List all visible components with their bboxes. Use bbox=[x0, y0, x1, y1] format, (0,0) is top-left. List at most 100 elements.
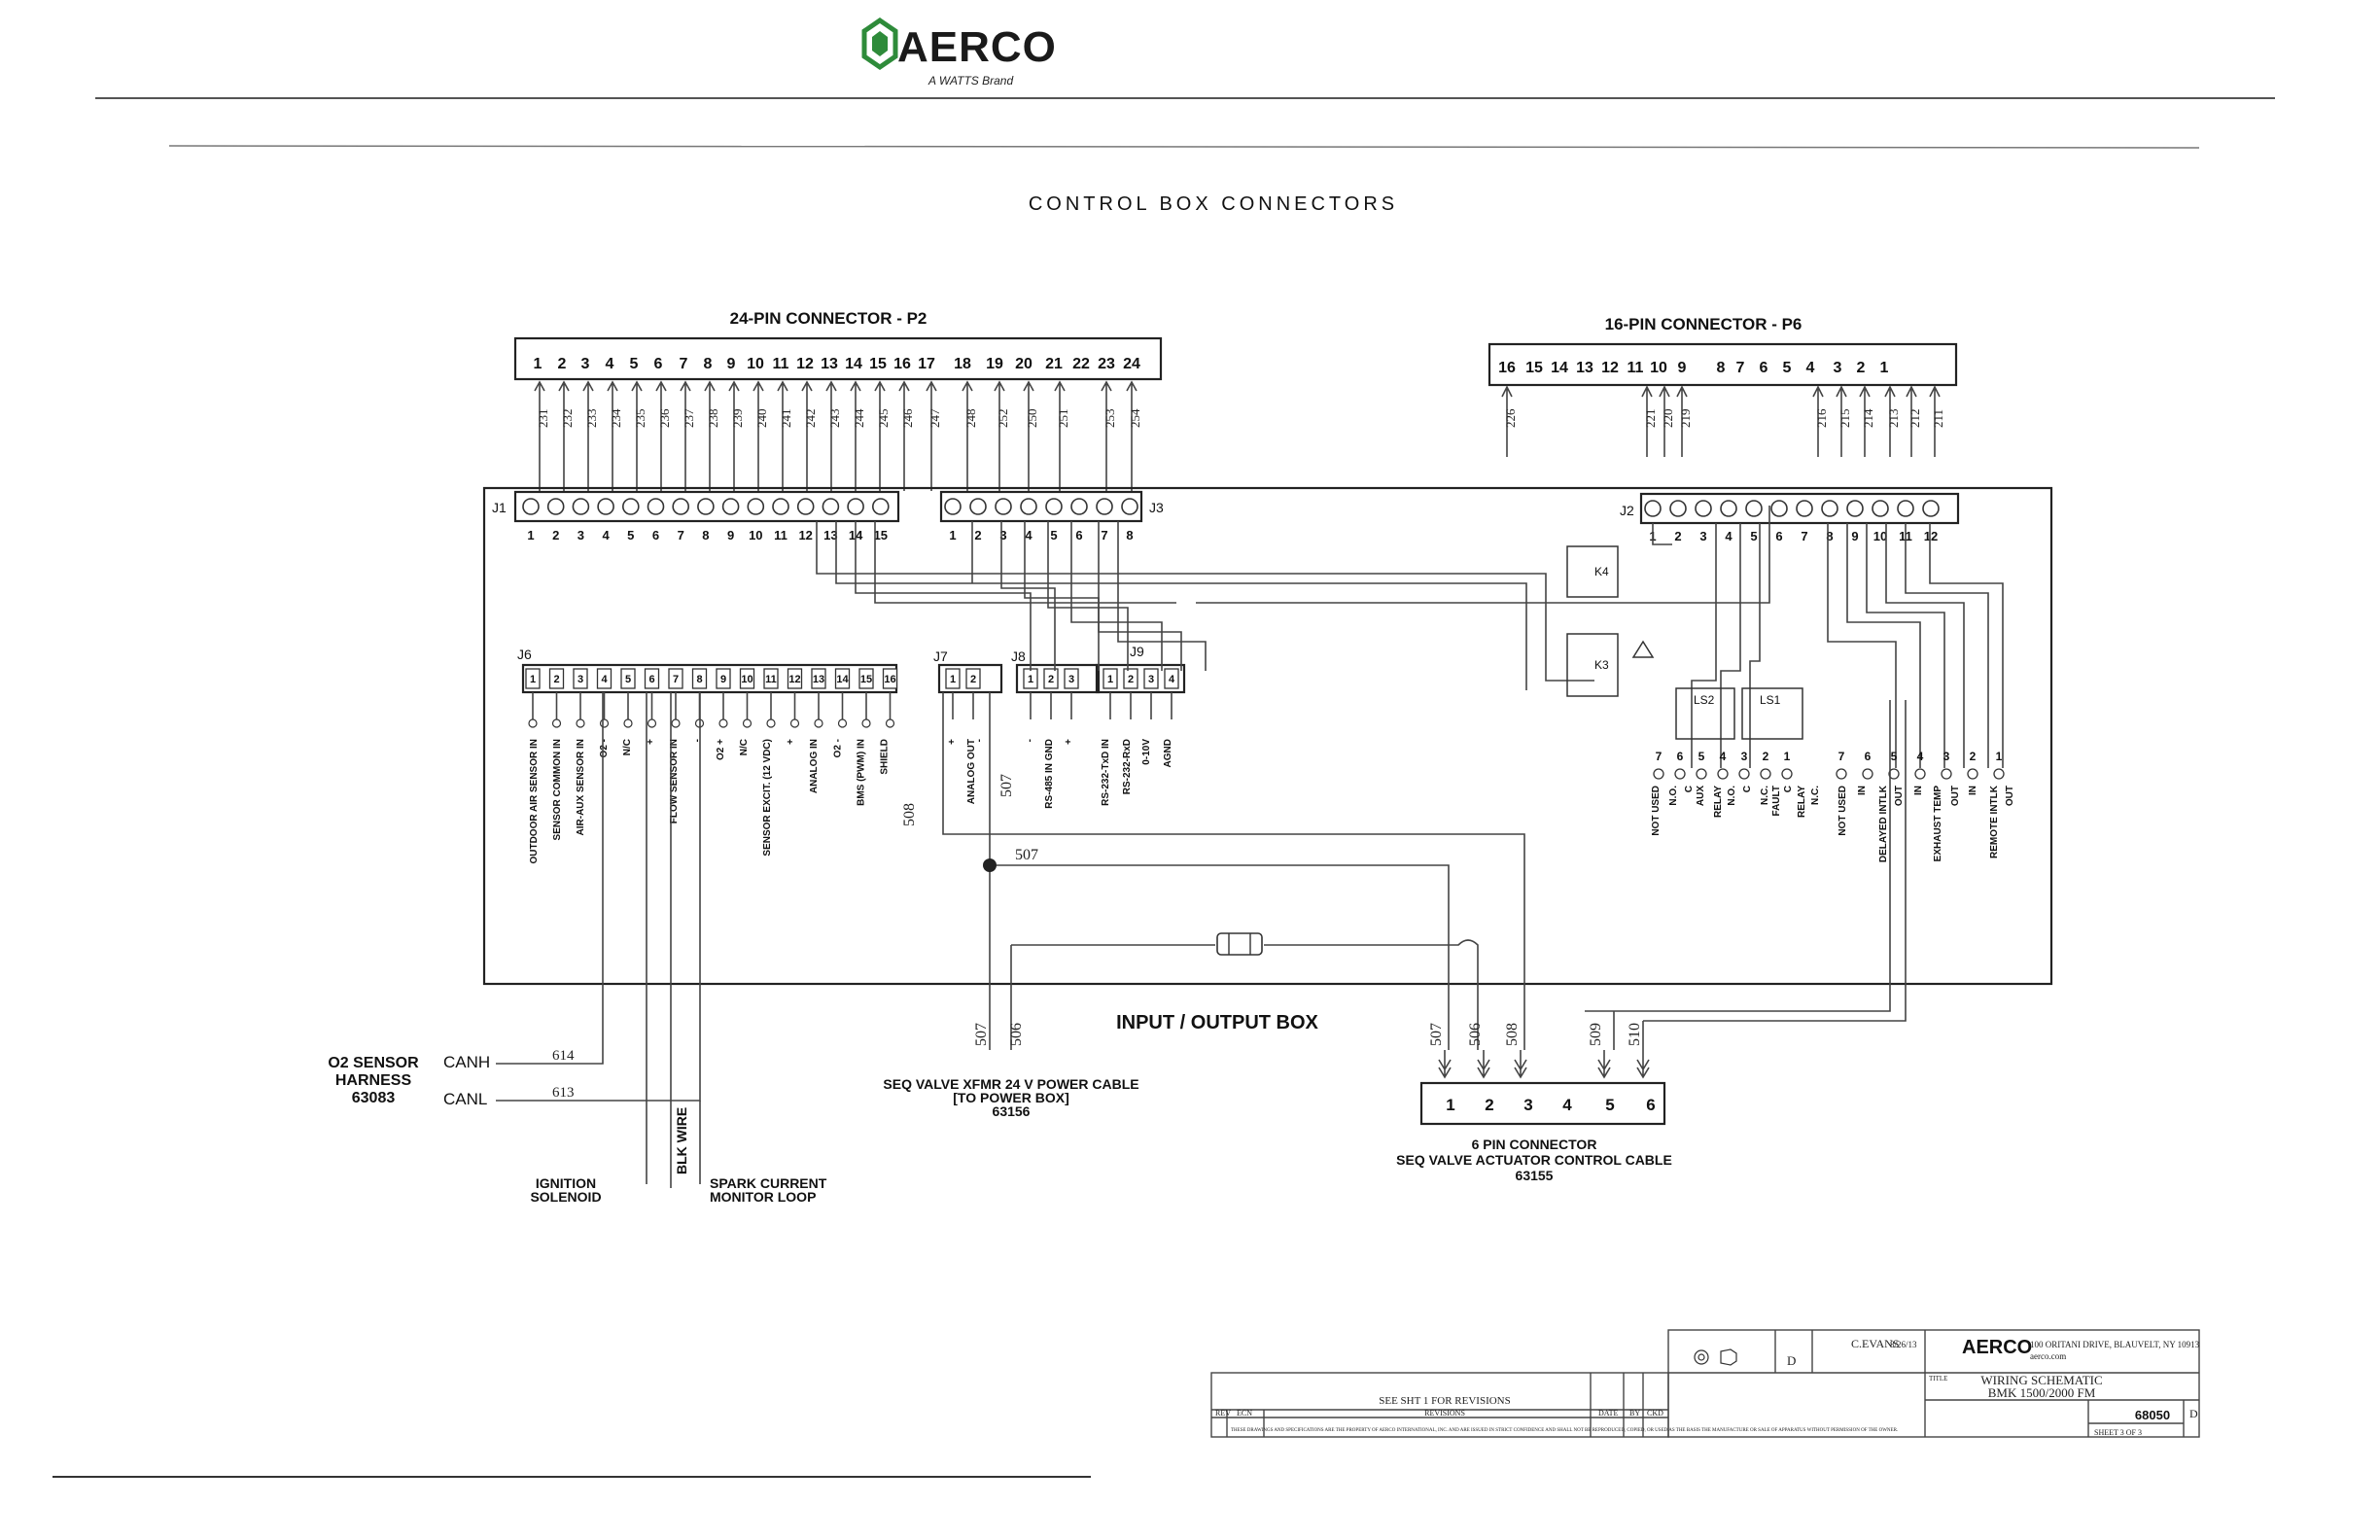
relay-left-terminal bbox=[1760, 768, 1771, 780]
p6-connector bbox=[1488, 342, 1958, 387]
j6-pin-number: 6 bbox=[648, 674, 654, 685]
svg-text:D: D bbox=[2189, 1407, 2198, 1420]
j2-pin bbox=[1796, 500, 1813, 517]
relay-right-label: OUT bbox=[2005, 786, 2015, 806]
p6-wire bbox=[1659, 385, 1670, 457]
p2-pin: 16 bbox=[893, 356, 911, 372]
j6-pin bbox=[882, 668, 898, 689]
p2-pin: 9 bbox=[727, 356, 736, 372]
svg-text:D: D bbox=[1787, 1353, 1796, 1368]
j6-pin bbox=[596, 668, 612, 689]
p2-wire-label: 253 bbox=[1102, 409, 1117, 429]
p2-connector bbox=[513, 336, 1163, 381]
j1-pin-number: 10 bbox=[749, 528, 762, 542]
svg-text:C.EVANS: C.EVANS bbox=[1851, 1337, 1899, 1350]
j7-pin-number: 2 bbox=[970, 674, 976, 685]
p2-pin: 23 bbox=[1098, 356, 1115, 372]
j2-pin-number: 3 bbox=[1699, 529, 1706, 543]
j6-signal: - bbox=[692, 739, 703, 742]
io-box-label: INPUT / OUTPUT BOX bbox=[1116, 1012, 1318, 1033]
relay-left-terminal bbox=[1738, 768, 1750, 780]
relay-ls1: LS1 bbox=[1741, 687, 1803, 740]
p2-pin: 10 bbox=[747, 356, 764, 372]
p2-wire bbox=[962, 380, 973, 491]
j2-pin bbox=[1695, 500, 1712, 517]
p6-pin: 1 bbox=[1880, 360, 1889, 376]
j6-pin bbox=[573, 668, 588, 689]
relay-k4: K4 bbox=[1566, 545, 1619, 598]
j6-pin bbox=[716, 668, 731, 689]
j6-terminal bbox=[718, 718, 728, 728]
header-rule bbox=[95, 97, 2275, 99]
j3-pin-number: 3 bbox=[999, 528, 1006, 542]
j6-pin-number: 4 bbox=[601, 674, 608, 685]
relay-right-terminal bbox=[1941, 768, 1952, 780]
j6-terminal bbox=[671, 718, 681, 728]
p2-pin: 22 bbox=[1072, 356, 1090, 372]
six-pin-label: 6 PIN CONNECTOR SEQ VALVE ACTUATOR CONTR… bbox=[1396, 1137, 1672, 1183]
relay-right-number: 3 bbox=[1943, 750, 1950, 763]
p2-wire bbox=[777, 380, 788, 491]
p2-pin: 11 bbox=[773, 356, 789, 372]
p2-wire bbox=[655, 380, 667, 491]
six-pin-arrow bbox=[1636, 1050, 1650, 1079]
relay-right-label: EXHAUST TEMP bbox=[1933, 786, 1943, 862]
svg-text:100 ORITANI DRIVE, BLAUVELT, N: 100 ORITANI DRIVE, BLAUVELT, NY 10913 bbox=[2030, 1340, 2200, 1349]
j6-pin bbox=[834, 668, 851, 689]
six-pin-wire-label: 509 bbox=[1588, 1023, 1604, 1046]
svg-text:ECN: ECN bbox=[1237, 1409, 1252, 1418]
relay-right-terminal bbox=[1888, 768, 1900, 780]
relay-right-label: REMOTE INTLK bbox=[1989, 785, 2000, 858]
svg-text:SHEET 3 OF 3: SHEET 3 OF 3 bbox=[2094, 1428, 2142, 1437]
j9-pin bbox=[1123, 668, 1138, 689]
svg-text:SPARK CURRENT: SPARK CURRENT bbox=[710, 1175, 827, 1191]
relay-left-number: 5 bbox=[1698, 750, 1705, 763]
j9-pin-number: 4 bbox=[1169, 674, 1175, 685]
j3-pin-number: 5 bbox=[1050, 528, 1057, 542]
j1-pin bbox=[747, 498, 765, 515]
j6-pin-number: 16 bbox=[884, 674, 895, 685]
wire-508-507 bbox=[942, 692, 1907, 1050]
wire-label-507: 507 bbox=[1015, 847, 1038, 863]
j3-pin bbox=[995, 498, 1012, 515]
j1-pin-number: 5 bbox=[627, 528, 634, 542]
j1-pin bbox=[621, 498, 640, 515]
j7-pin bbox=[945, 668, 961, 689]
j6-terminal bbox=[576, 718, 585, 728]
title-block-symbols bbox=[1694, 1348, 1737, 1366]
relay-left-label: N.C. bbox=[1810, 786, 1821, 805]
j1-pin bbox=[672, 498, 690, 515]
p2-wire bbox=[534, 380, 545, 491]
svg-text:REV: REV bbox=[1215, 1409, 1231, 1418]
j7-connector bbox=[937, 663, 1003, 694]
p6-title: 16-PIN CONNECTOR - P6 bbox=[1605, 315, 1802, 333]
blk-wire-label: BLK WIRE bbox=[674, 1107, 689, 1174]
p2-wire-label: 232 bbox=[560, 409, 575, 429]
relay-left-label: FAULT bbox=[1771, 786, 1782, 816]
j2-pin bbox=[1922, 500, 1940, 517]
p6-wire bbox=[1884, 385, 1896, 457]
j2-pin-number: 7 bbox=[1801, 529, 1807, 543]
j6-pin bbox=[811, 668, 826, 689]
j3-pin bbox=[1070, 498, 1088, 515]
j1-pin-number: 3 bbox=[578, 528, 584, 542]
j1-pin-number: 2 bbox=[552, 528, 559, 542]
relay-left-label: N.C. bbox=[1760, 786, 1770, 805]
j1-pin bbox=[822, 498, 840, 515]
p2-wire bbox=[631, 380, 643, 491]
j6-pin bbox=[858, 668, 874, 689]
svg-text:BMK 1500/2000 FM: BMK 1500/2000 FM bbox=[1988, 1385, 2096, 1400]
p6-wire bbox=[1812, 385, 1824, 457]
title-block-text: SEE SHT 1 FOR REVISIONS REVISIONS REV EC… bbox=[1215, 1337, 2200, 1437]
p6-wire bbox=[1859, 385, 1871, 457]
p6-wire bbox=[1906, 385, 1917, 457]
p2-wire bbox=[874, 380, 886, 491]
relay-right-number: 4 bbox=[1917, 750, 1924, 763]
j9-pin-number: 3 bbox=[1148, 674, 1154, 685]
j3-pin bbox=[1020, 498, 1037, 515]
p2-pin: 1 bbox=[534, 356, 542, 372]
p2-wire-label: 247 bbox=[928, 408, 942, 428]
p2-wire-label: 231 bbox=[536, 409, 550, 429]
